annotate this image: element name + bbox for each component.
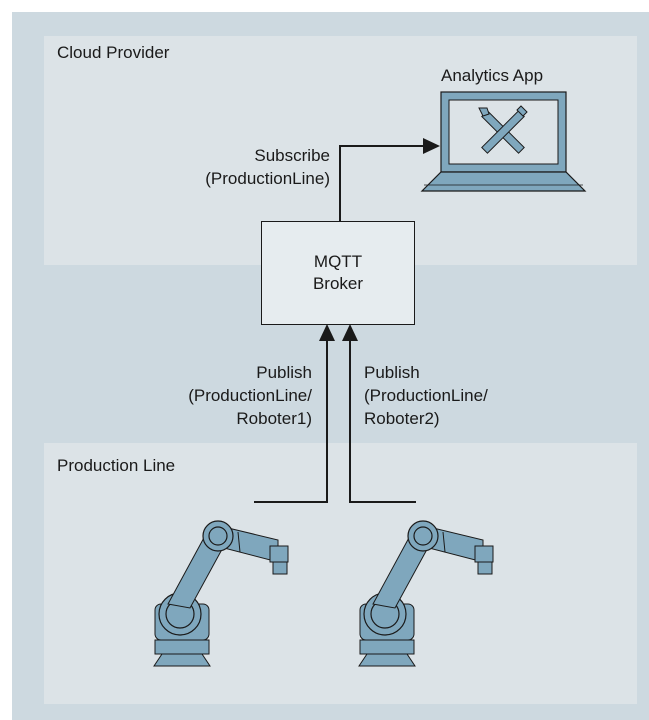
publish1-line1: Publish	[256, 363, 312, 382]
subscribe-line1: Subscribe	[254, 146, 330, 165]
subscribe-line2: (ProductionLine)	[205, 169, 330, 188]
production-line-zone	[44, 443, 637, 704]
publish-robot1-label: Publish (ProductionLine/ Roboter1)	[170, 361, 312, 430]
cloud-provider-label: Cloud Provider	[57, 43, 170, 62]
publish-connector-2	[342, 324, 416, 503]
publish2-line1: Publish	[364, 363, 420, 382]
broker-title-line2: Broker	[312, 274, 364, 293]
analytics-app-label: Analytics App	[441, 66, 544, 85]
publish1-line2: (ProductionLine/	[188, 386, 312, 405]
publish-connector-1	[254, 324, 335, 503]
broker-title-line1: MQTT	[313, 252, 363, 271]
publish2-line3: Roboter2)	[364, 409, 440, 428]
robot-arm-icon	[358, 520, 494, 667]
robot-arm-icon	[153, 520, 289, 667]
laptop-tools-icon	[420, 91, 587, 192]
subscribe-connector	[339, 138, 440, 221]
production-line-label: Production Line	[57, 456, 176, 475]
publish-robot2-label: Publish (ProductionLine/ Roboter2)	[364, 361, 514, 430]
subscribe-label: Subscribe (ProductionLine)	[190, 144, 330, 190]
publish1-line3: Roboter1)	[236, 409, 312, 428]
publish2-line2: (ProductionLine/	[364, 386, 488, 405]
mqtt-broker-box: MQTT Broker	[261, 221, 415, 325]
